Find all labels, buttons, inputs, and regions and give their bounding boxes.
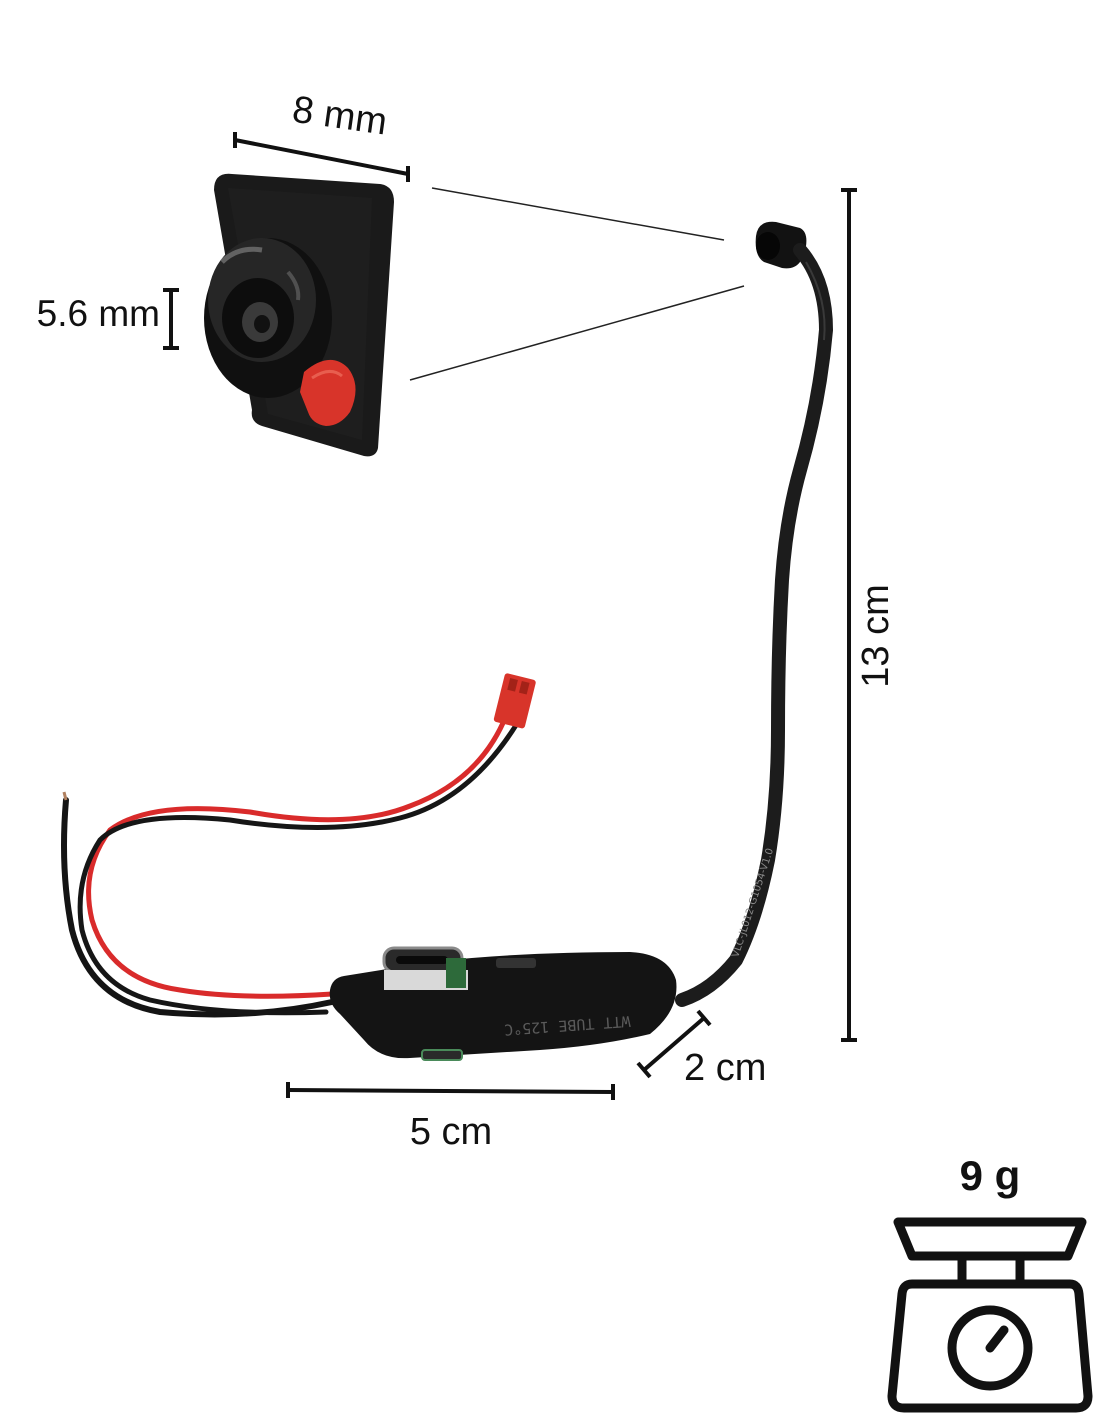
weight-label: 9 g <box>960 1152 1021 1199</box>
module-length-label: 5 cm <box>410 1111 492 1153</box>
zoom-callout-lines <box>409 187 745 381</box>
cable-length-label: 13 cm <box>855 584 897 687</box>
module-length-dimension: 5 cm <box>286 1082 615 1153</box>
kitchen-scale-icon <box>887 1217 1093 1413</box>
cable-length-dimension: 13 cm <box>841 188 897 1042</box>
module-width-dimension: 2 cm <box>636 1009 766 1089</box>
module-width-label: 2 cm <box>684 1047 766 1089</box>
cable-print-label: VLC-JL012-G1054-V1.0 <box>730 847 776 959</box>
camera-height-dimension: 5.6 mm <box>37 288 179 350</box>
power-wires-photo <box>61 673 536 1018</box>
camera-cable-photo: VLC-JL012-G1054-V1.0 <box>675 221 834 1007</box>
camera-height-label: 5.6 mm <box>37 293 160 334</box>
camera-closeup-photo <box>204 173 394 457</box>
camera-width-label: 8 mm <box>290 89 390 144</box>
module-board-photo: WTT TUBE 125°C <box>329 946 677 1061</box>
camera-width-dimension: 8 mm <box>233 89 410 182</box>
weight-indicator: 9 g <box>887 1152 1093 1413</box>
